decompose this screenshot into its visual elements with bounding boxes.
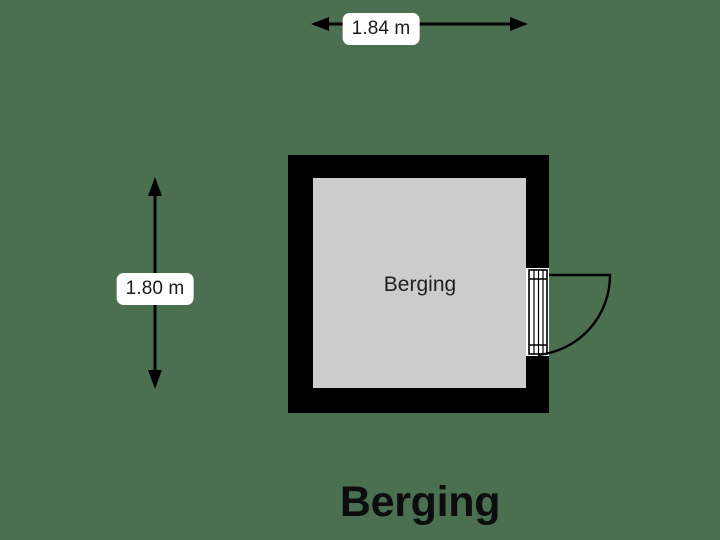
dimension-height-label: 1.80 m [116, 273, 194, 305]
room-interior-fill [313, 178, 526, 388]
plan-title: Berging [339, 478, 501, 526]
room-berging [288, 155, 549, 413]
dimension-width-label: 1.84 m [342, 13, 420, 45]
door-swing-arc [537, 273, 612, 357]
door-swing [526, 268, 612, 357]
room-label-berging: Berging [383, 273, 457, 296]
